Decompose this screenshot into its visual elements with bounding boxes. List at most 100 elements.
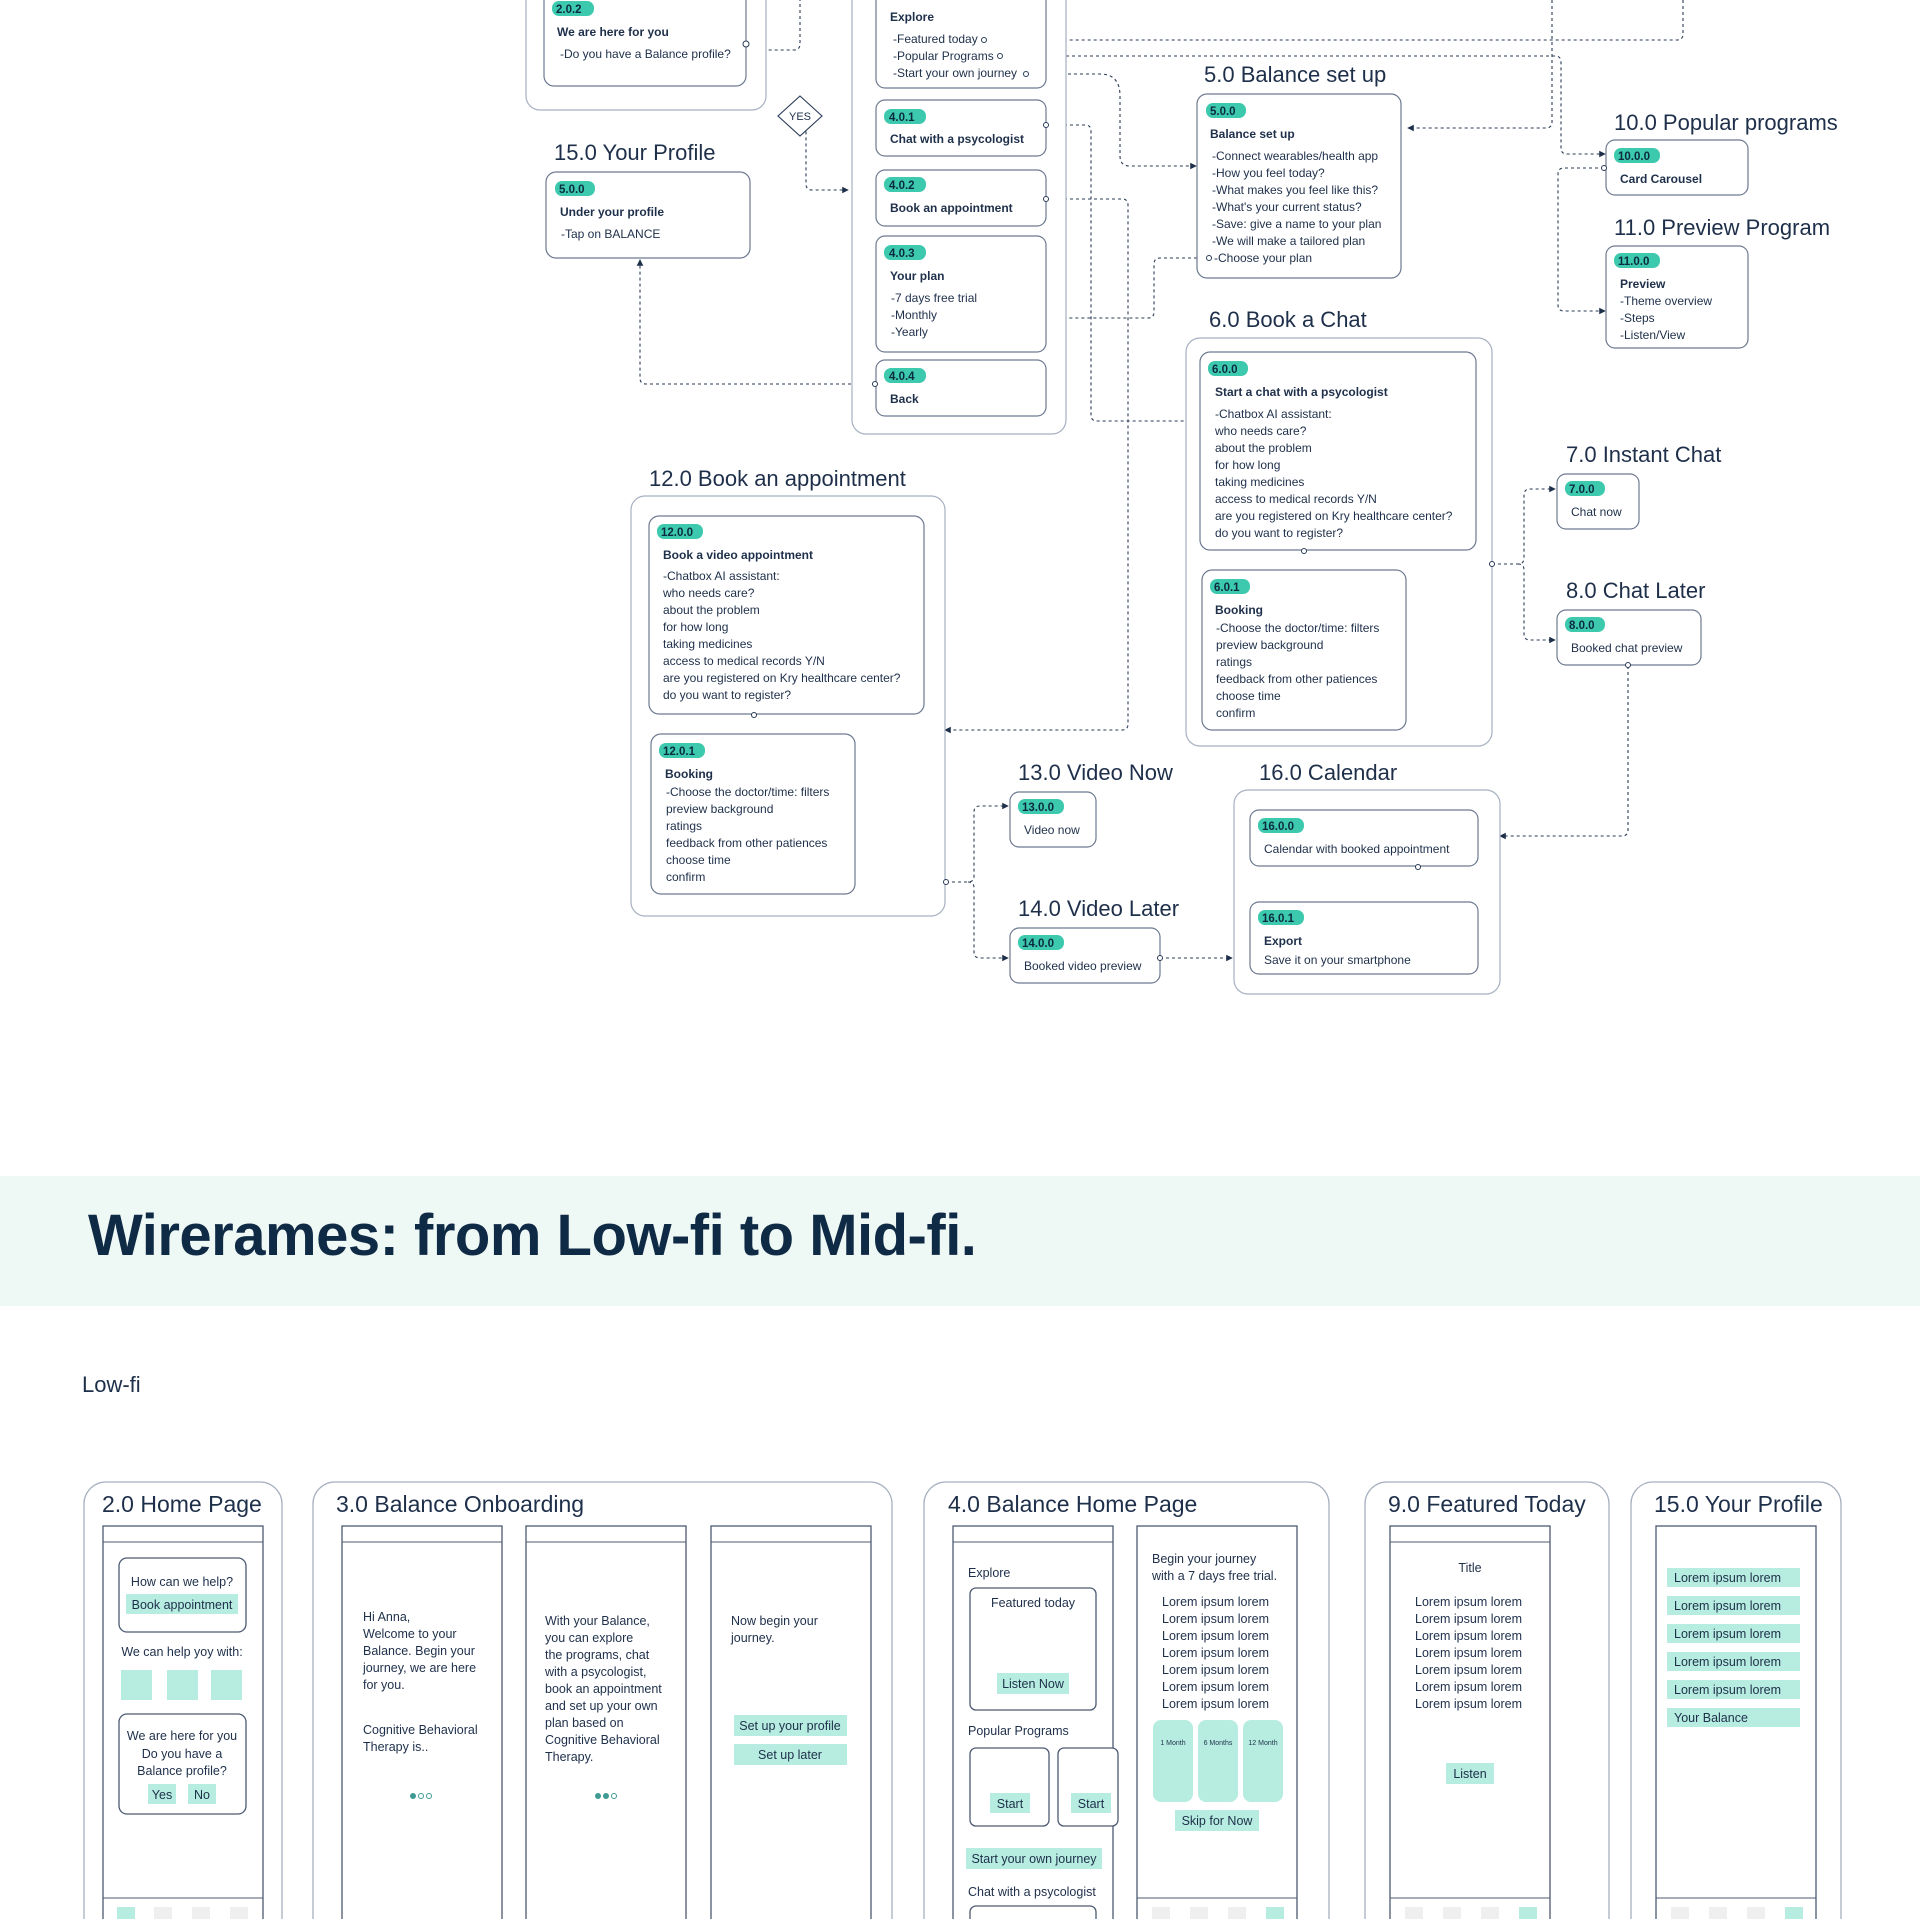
svg-text:Explore: Explore xyxy=(968,1566,1010,1580)
svg-text:We are here for you: We are here for you xyxy=(127,1729,237,1743)
svg-text:Under your profile: Under your profile xyxy=(560,205,664,219)
video-now-node: 13.0 Video Now 13.0.0 Video now xyxy=(1009,760,1173,848)
svg-text:Booking: Booking xyxy=(1215,603,1263,617)
svg-text:Lorem ipsum lorem: Lorem ipsum lorem xyxy=(1674,1655,1781,1669)
svg-text:Balance profile?: Balance profile? xyxy=(137,1764,227,1778)
svg-text:We are here for you: We are here for you xyxy=(557,25,669,39)
svg-text:choose time: choose time xyxy=(1216,689,1281,703)
svg-text:16.0.1: 16.0.1 xyxy=(1262,913,1295,925)
svg-text:2.0.2: 2.0.2 xyxy=(556,4,582,16)
svg-text:6.0.0: 6.0.0 xyxy=(1212,364,1238,376)
svg-text:Lorem ipsum lorem: Lorem ipsum lorem xyxy=(1415,1646,1522,1660)
svg-text:Lorem ipsum lorem: Lorem ipsum lorem xyxy=(1674,1683,1781,1697)
svg-text:7.0.0: 7.0.0 xyxy=(1569,484,1595,496)
svg-text:-We will make a tailored plan: -We will make a tailored plan xyxy=(1212,234,1365,248)
svg-text:-Choose the doctor/time: filte: -Choose the doctor/time: filters xyxy=(1216,621,1379,635)
svg-text:-What's your current status?: -What's your current status? xyxy=(1212,200,1362,214)
svg-text:Back: Back xyxy=(890,392,919,406)
svg-text:journey, we are here: journey, we are here xyxy=(362,1661,476,1675)
svg-text:feedback from other patiences: feedback from other patiences xyxy=(666,836,827,850)
svg-text:Chat with a psycologist: Chat with a psycologist xyxy=(968,1885,1096,1899)
svg-text:5.0 Balance set up: 5.0 Balance set up xyxy=(1204,62,1386,87)
svg-text:Balance set up: Balance set up xyxy=(1210,127,1295,141)
book-appointment-node: 12.0 Book an appointment 12.0.0 Book a v… xyxy=(630,466,946,917)
wireframe-balance-home: 4.0 Balance Home Page Explore Featured t… xyxy=(923,1481,1330,1919)
svg-text:Lorem ipsum lorem: Lorem ipsum lorem xyxy=(1162,1595,1269,1609)
svg-text:confirm: confirm xyxy=(1216,706,1255,720)
svg-text:9.0 Featured Today: 9.0 Featured Today xyxy=(1388,1491,1586,1517)
svg-text:Hi Anna,: Hi Anna, xyxy=(363,1610,410,1624)
svg-text:10.0.0: 10.0.0 xyxy=(1618,151,1650,163)
svg-text:feedback from other patiences: feedback from other patiences xyxy=(1216,672,1377,686)
svg-text:6 Months: 6 Months xyxy=(1204,1740,1233,1747)
svg-text:about the problem: about the problem xyxy=(663,603,760,617)
svg-text:-Choose your plan: -Choose your plan xyxy=(1214,251,1312,265)
svg-text:13.0 Video Now: 13.0 Video Now xyxy=(1018,760,1173,785)
svg-text:Lorem ipsum lorem: Lorem ipsum lorem xyxy=(1415,1595,1522,1609)
svg-text:-Theme overview: -Theme overview xyxy=(1620,294,1712,308)
svg-text:Welcome to your: Welcome to your xyxy=(363,1627,457,1641)
svg-text:Book an appointment: Book an appointment xyxy=(890,201,1013,215)
svg-text:ratings: ratings xyxy=(1216,655,1252,669)
svg-text:Listen Now: Listen Now xyxy=(1002,1677,1065,1691)
svg-text:4.0.3: 4.0.3 xyxy=(889,248,915,260)
svg-text:for how long: for how long xyxy=(663,620,728,634)
svg-text:Lorem ipsum lorem: Lorem ipsum lorem xyxy=(1415,1663,1522,1677)
svg-text:Therapy is..: Therapy is.. xyxy=(363,1740,428,1754)
svg-text:12.0.0: 12.0.0 xyxy=(661,527,693,539)
svg-text:are you registered on Kry heal: are you registered on Kry healthcare cen… xyxy=(1215,509,1453,523)
svg-text:book an appointment: book an appointment xyxy=(545,1682,662,1696)
svg-text:with a 7 days free trial.: with a 7 days free trial. xyxy=(1151,1569,1277,1583)
svg-text:who needs care?: who needs care? xyxy=(662,586,755,600)
svg-text:How can we help?: How can we help? xyxy=(131,1575,233,1589)
svg-text:Chat now: Chat now xyxy=(1571,505,1622,519)
svg-text:Skip for Now: Skip for Now xyxy=(1182,1814,1254,1828)
balance-home-node: Explore -Featured today -Popular Program… xyxy=(851,0,1067,435)
svg-text:-7 days free trial: -7 days free trial xyxy=(891,291,977,305)
svg-text:15.0 Your Profile: 15.0 Your Profile xyxy=(554,140,715,165)
svg-text:confirm: confirm xyxy=(666,870,705,884)
svg-text:Lorem ipsum lorem: Lorem ipsum lorem xyxy=(1162,1629,1269,1643)
svg-text:who needs care?: who needs care? xyxy=(1214,424,1307,438)
svg-text:Booked chat preview: Booked chat preview xyxy=(1571,641,1683,655)
svg-text:4.0.4: 4.0.4 xyxy=(889,371,915,383)
calendar-node: 16.0 Calendar 16.0.0 Calendar with booke… xyxy=(1233,760,1501,995)
svg-text:-Start your own journey: -Start your own journey xyxy=(893,66,1017,80)
popular-programs-node: 10.0 Popular programs 10.0.0 Card Carous… xyxy=(1605,110,1838,196)
chat-later-node: 8.0 Chat Later 8.0.0 Booked chat preview xyxy=(1556,578,1705,666)
svg-text:12.0 Book an appointment: 12.0 Book an appointment xyxy=(649,466,906,491)
svg-text:7.0 Instant Chat: 7.0 Instant Chat xyxy=(1566,442,1721,467)
svg-text:YES: YES xyxy=(789,111,811,123)
svg-text:Lorem ipsum lorem: Lorem ipsum lorem xyxy=(1162,1663,1269,1677)
svg-text:taking medicines: taking medicines xyxy=(663,637,752,651)
svg-text:do you want to register?: do you want to register? xyxy=(1215,526,1343,540)
svg-text:Chat with a psycologist: Chat with a psycologist xyxy=(890,132,1024,146)
svg-text:-What makes you feel like this: -What makes you feel like this? xyxy=(1212,183,1378,197)
svg-text:Lorem ipsum lorem: Lorem ipsum lorem xyxy=(1415,1629,1522,1643)
svg-text:ratings: ratings xyxy=(666,819,702,833)
wireframe-your-profile: 15.0 Your Profile Lorem ipsum lorem Lore… xyxy=(1630,1481,1842,1919)
svg-text:12.0.1: 12.0.1 xyxy=(663,746,696,758)
svg-text:Lorem ipsum lorem: Lorem ipsum lorem xyxy=(1415,1612,1522,1626)
svg-text:Booked video preview: Booked video preview xyxy=(1024,959,1142,973)
svg-text:11.0.0: 11.0.0 xyxy=(1618,256,1649,268)
svg-text:-Do you have a Balance profile: -Do you have a Balance profile? xyxy=(560,47,731,61)
svg-text:Video now: Video now xyxy=(1024,823,1080,837)
svg-text:13.0.0: 13.0.0 xyxy=(1022,802,1054,814)
svg-text:Lorem ipsum lorem: Lorem ipsum lorem xyxy=(1162,1646,1269,1660)
svg-text:8.0.0: 8.0.0 xyxy=(1569,620,1595,632)
connector-dots xyxy=(742,37,1631,961)
svg-text:Lorem ipsum lorem: Lorem ipsum lorem xyxy=(1162,1612,1269,1626)
svg-text:Cognitive Behavioral: Cognitive Behavioral xyxy=(545,1733,660,1747)
svg-text:preview background: preview background xyxy=(666,802,773,816)
svg-text:Title: Title xyxy=(1458,1561,1481,1575)
profile-node: 15.0 Your Profile 5.0.0 Under your profi… xyxy=(545,140,751,259)
svg-text:-Chatbox AI assistant:: -Chatbox AI assistant: xyxy=(663,569,780,583)
svg-text:6.0.1: 6.0.1 xyxy=(1214,582,1240,594)
svg-text:-Connect wearables/health app: -Connect wearables/health app xyxy=(1212,149,1378,163)
user-flow-diagram: YES 2.0.2 We are here for you -Do you ha… xyxy=(525,0,1838,995)
svg-text:Listen: Listen xyxy=(1453,1767,1486,1781)
svg-text:and set up your own: and set up your own xyxy=(545,1699,658,1713)
svg-text:6.0 Book a Chat: 6.0 Book a Chat xyxy=(1209,307,1367,332)
svg-text:1 Month: 1 Month xyxy=(1160,1740,1185,1747)
